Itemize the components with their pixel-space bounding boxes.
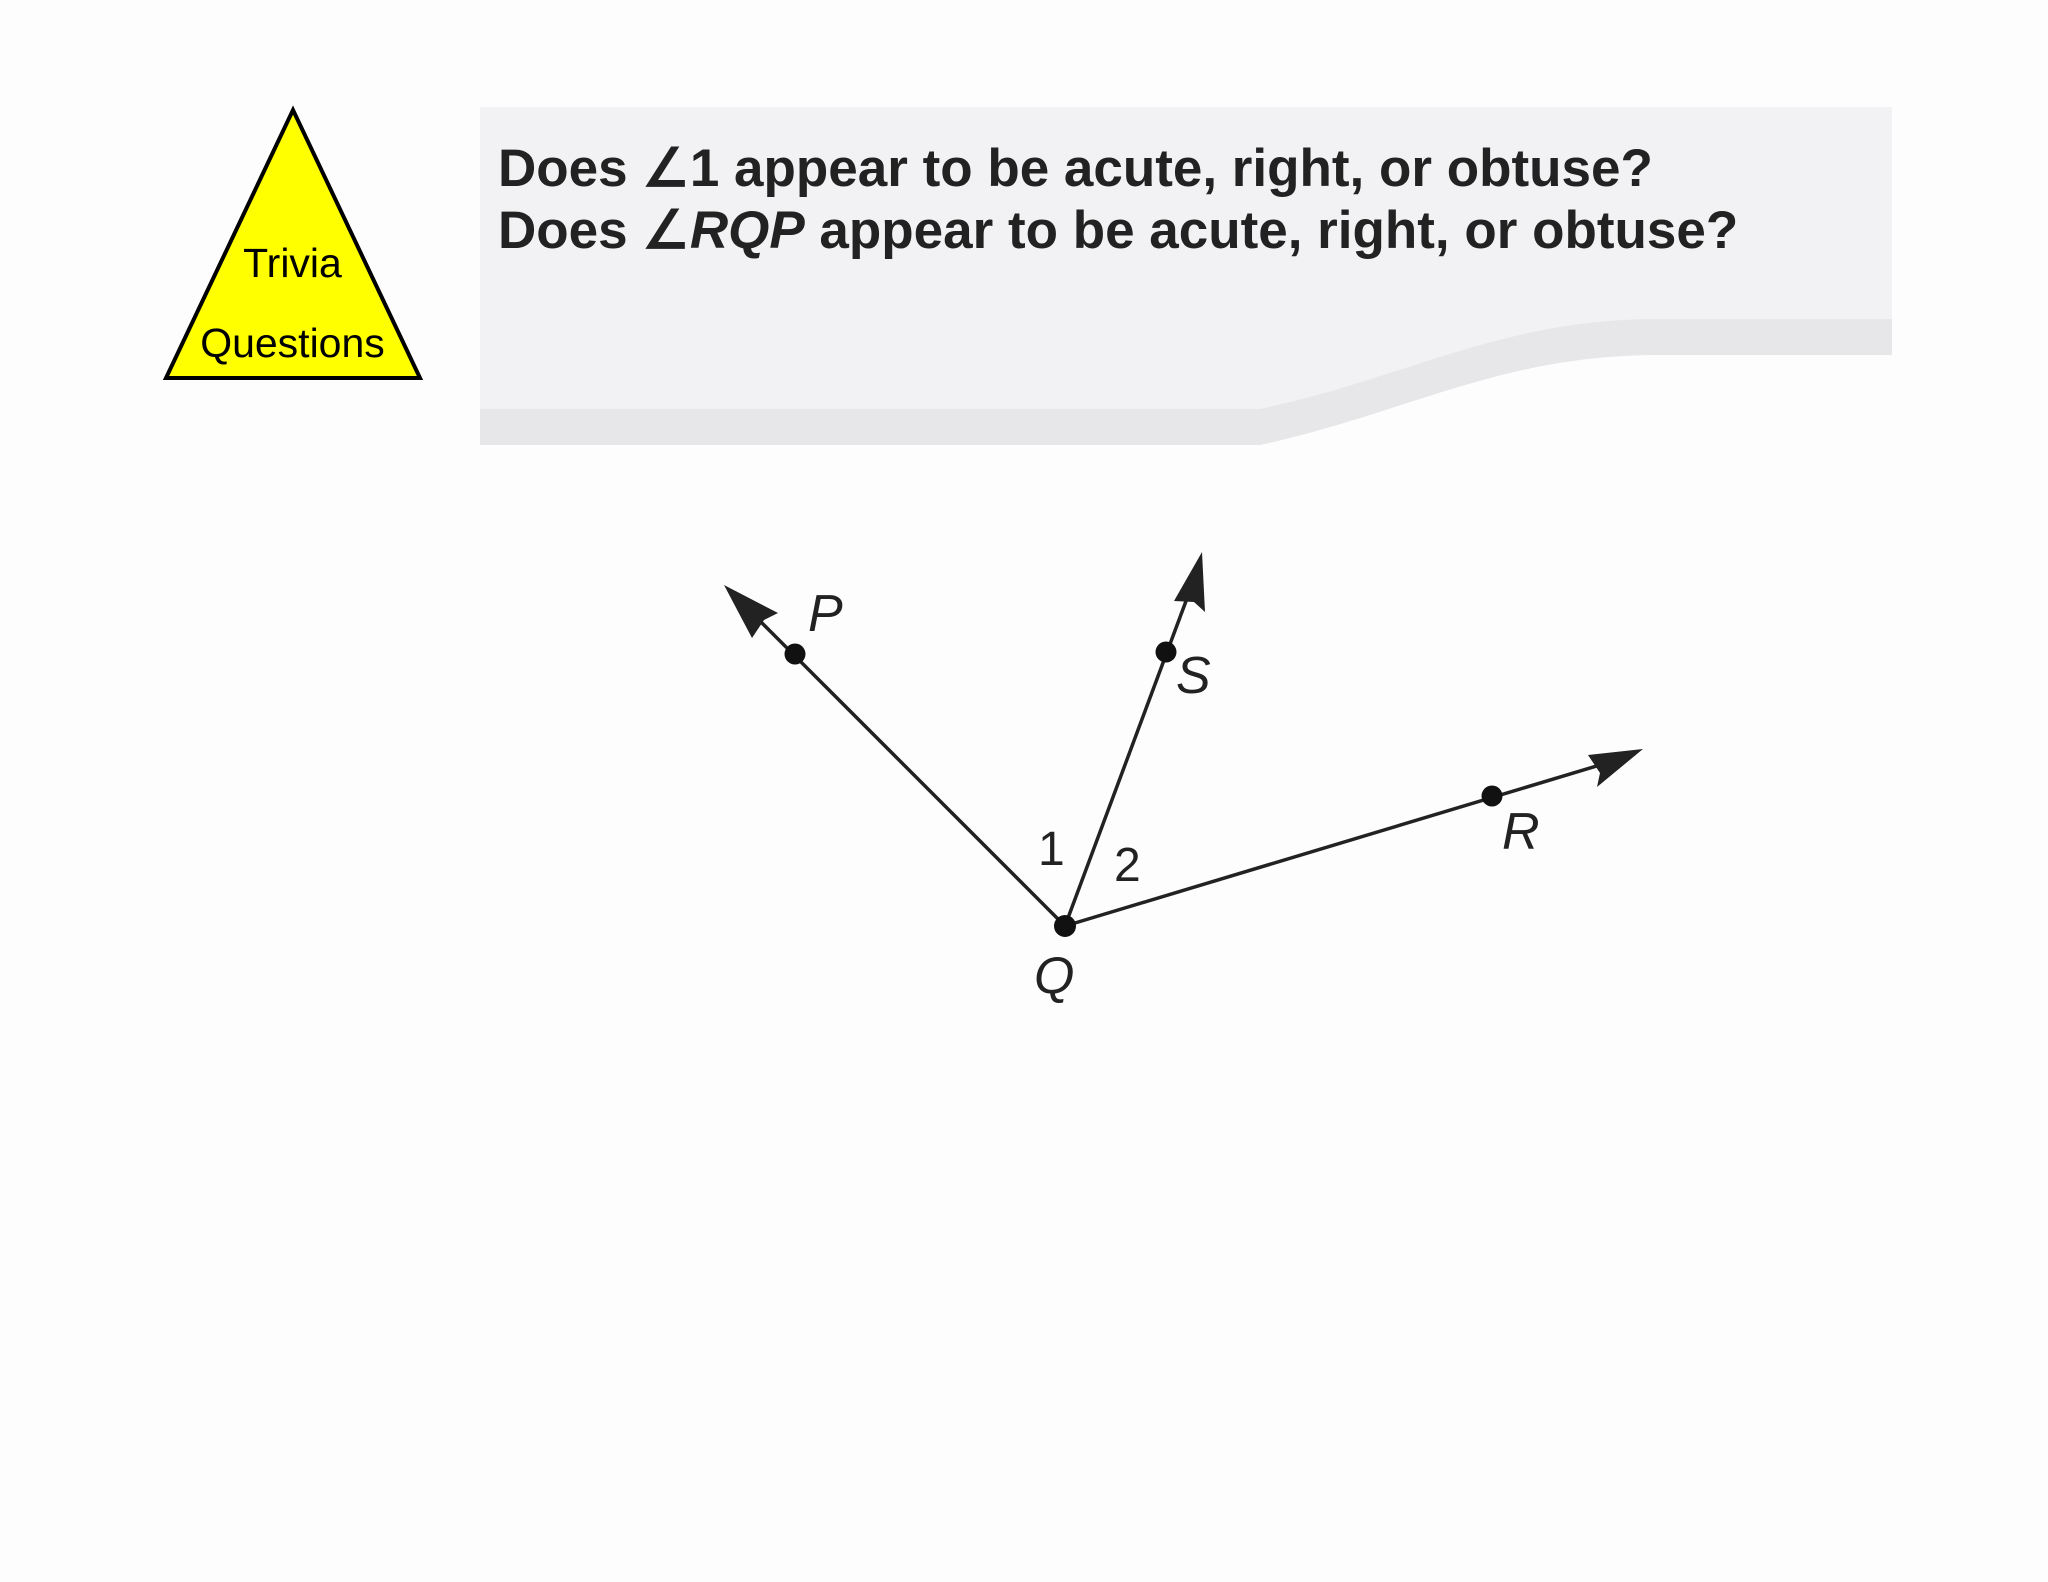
question-line-1: Does ∠1 appear to be acute, right, or ob… xyxy=(498,139,1653,198)
angle-label-1: 1 xyxy=(1038,823,1065,876)
label-r: R xyxy=(1502,803,1540,861)
label-q: Q xyxy=(1034,947,1075,1005)
arrow-p-icon xyxy=(724,585,778,638)
triangle-icon xyxy=(162,105,424,380)
question-line-2-suffix: appear to be acute, right, or obtuse? xyxy=(804,201,1739,260)
ray-qr xyxy=(1064,760,1611,928)
point-p xyxy=(784,643,806,665)
trivia-badge: Trivia Questions xyxy=(160,105,425,385)
question-line-2-prefix: Does ∠ xyxy=(498,201,690,260)
point-s xyxy=(1155,641,1177,663)
point-r xyxy=(1481,785,1503,807)
label-p: P xyxy=(808,585,843,643)
arrow-s-icon xyxy=(1174,552,1205,612)
question-banner xyxy=(480,107,1892,445)
ray-qs xyxy=(1063,584,1194,927)
angle-rqp-name: RQP xyxy=(689,201,805,260)
arrow-r-icon xyxy=(1588,749,1643,787)
question-text: Does ∠1 appear to be acute, right, or ob… xyxy=(498,138,1888,262)
label-s: S xyxy=(1176,647,1211,705)
angle-label-2: 2 xyxy=(1114,839,1141,892)
badge-line-1: Trivia xyxy=(243,240,342,286)
question-line-2: Does ∠RQP appear to be acute, right, or … xyxy=(498,200,1888,262)
point-q xyxy=(1054,915,1076,937)
badge-line-2: Questions xyxy=(200,320,385,366)
